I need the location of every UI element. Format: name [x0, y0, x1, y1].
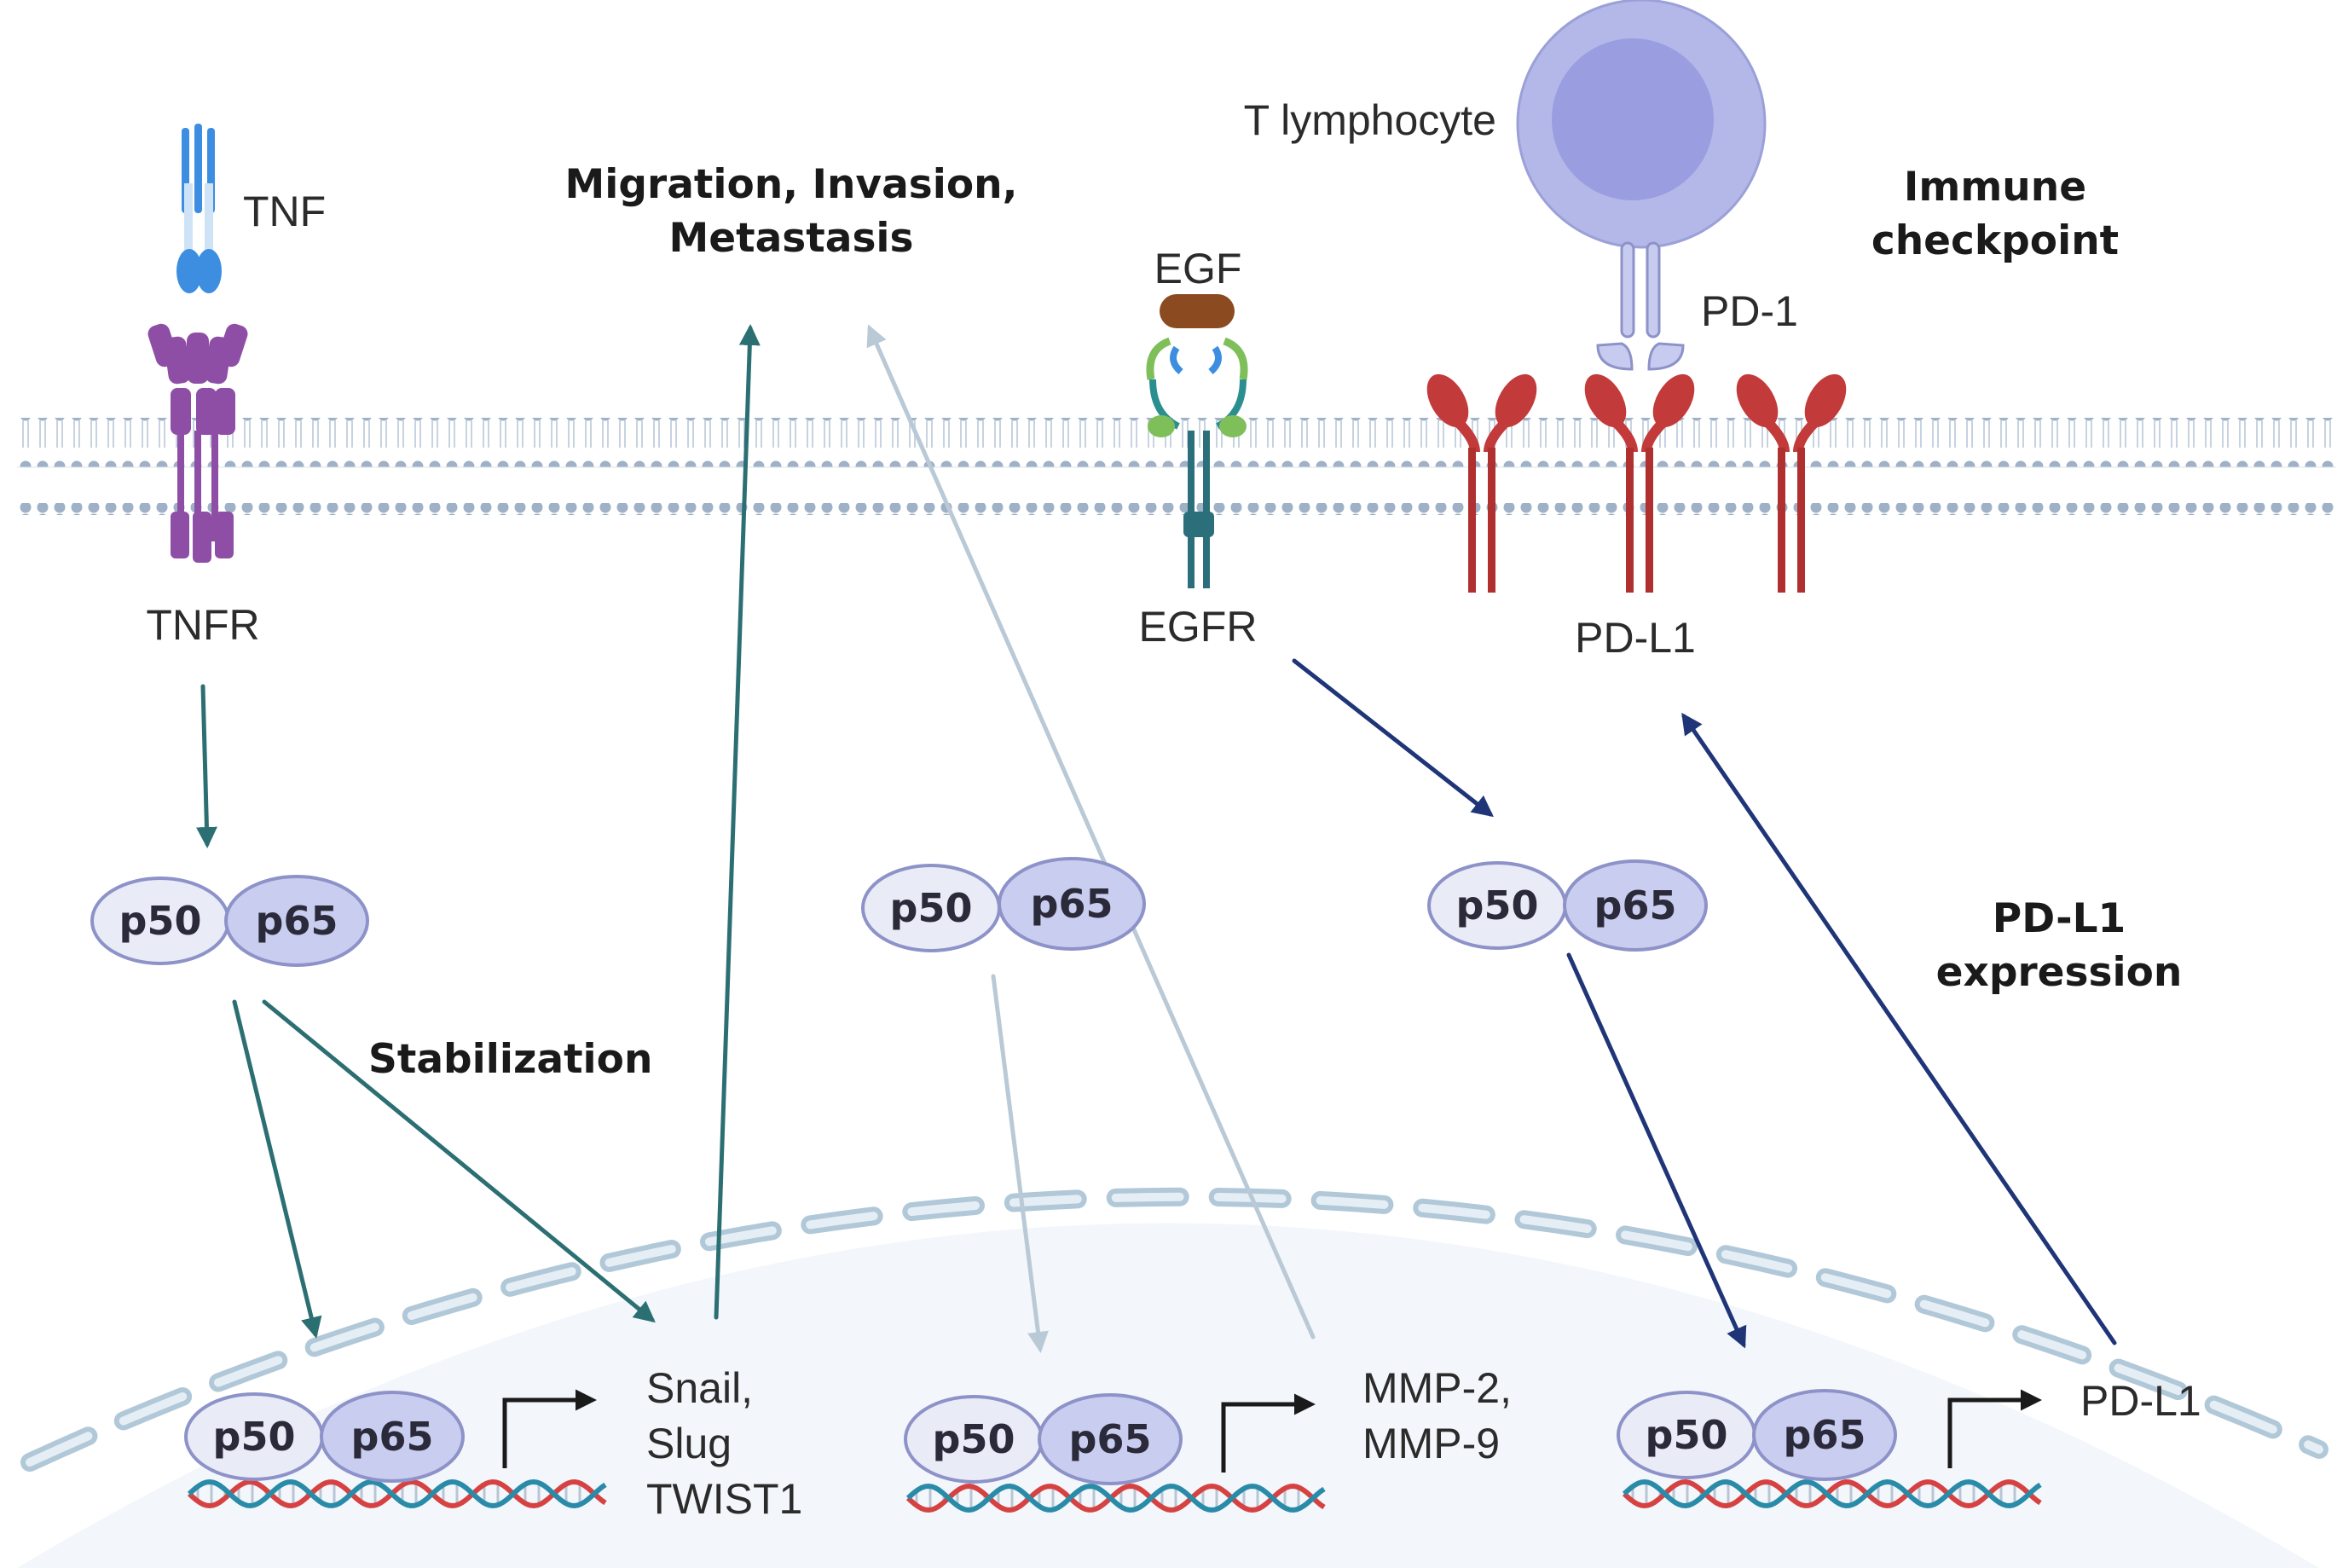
transcription-arrows [502, 1389, 2042, 1473]
dna-helices [187, 1478, 2042, 1513]
dna-strand-red [905, 1483, 1326, 1513]
arrow-nfkb-to-nucleus-middle [991, 974, 1049, 1353]
t-lymphocyte-icon [1516, 0, 1767, 371]
dna-strand-blue [187, 1478, 607, 1509]
egf-icon [1160, 294, 1235, 328]
nfkb-cytoplasm-middle: p50 p65 [861, 857, 1146, 952]
p65-label: p65 [351, 1414, 434, 1460]
p65-subunit [1038, 1393, 1183, 1485]
arrow-snail-to-migration [714, 324, 761, 1320]
arrow-nfkb-to-nucleus-right [1566, 952, 1747, 1349]
arrow-egfr-to-nfkb [1292, 658, 1494, 818]
transcription-arrow-left [502, 1389, 597, 1468]
egfr-label: EGFR [1139, 603, 1258, 651]
nfkb-nucleus-middle: p50 p65 [904, 1393, 1183, 1485]
egf-label: EGF [1154, 245, 1242, 292]
p50-label: p50 [890, 885, 973, 931]
dna-strand-blue [1622, 1478, 2042, 1509]
cell-membrane [17, 418, 2336, 515]
pdl1-gene-label: PD-L1 [2080, 1377, 2201, 1425]
tnfr-icon [148, 323, 248, 563]
t-lymphocyte-label: T lymphocyte [1244, 96, 1496, 144]
arrows [195, 324, 2117, 1353]
pdl1-receptor-icon [1426, 373, 1537, 593]
migration-label-line2: Metastasis [668, 215, 913, 262]
p65-subunit [224, 875, 369, 967]
mmp2-label: MMP-2, [1362, 1364, 1512, 1412]
arrow-stabilization [262, 999, 656, 1323]
p50-label: p50 [1456, 882, 1539, 929]
dna-strand-red [1622, 1478, 2042, 1509]
p65-label: p65 [1594, 882, 1677, 929]
arrow-nfkb-to-nucleus-left [232, 999, 322, 1339]
immune-checkpoint-line1: Immune [1904, 164, 2086, 211]
tnf-icon [176, 124, 222, 293]
p50-label: p50 [933, 1416, 1015, 1462]
p50-label: p50 [1646, 1412, 1728, 1458]
arrow-mmp-to-migration [866, 324, 1316, 1339]
immune-checkpoint-line2: checkpoint [1871, 217, 2119, 264]
slug-label: Slug [646, 1420, 732, 1467]
nfkb-cytoplasm-left: p50 p65 [90, 875, 369, 967]
pdl1-receptors [1426, 373, 1847, 593]
tnf-label: TNF [243, 188, 326, 235]
p65-subunit [998, 857, 1146, 951]
stabilization-label: Stabilization [368, 1036, 652, 1083]
pd1-label: PD-1 [1701, 287, 1798, 335]
p50-label: p50 [213, 1414, 296, 1460]
egfr-icon [1146, 337, 1248, 588]
p65-subunit [320, 1391, 465, 1483]
transcription-arrow-right [1947, 1389, 2042, 1468]
transcription-arrow-middle [1221, 1393, 1316, 1473]
tnfr-label: TNFR [146, 601, 259, 649]
p65-label: p65 [1784, 1412, 1866, 1458]
arrow-tnfr-to-nfkb [195, 684, 217, 848]
pdl1-expression-line1: PD-L1 [1993, 895, 2126, 942]
dna-strand-red [187, 1478, 607, 1509]
labels: TNF TNFR Migration, Invasion, Metastasis… [146, 96, 2201, 1523]
p65-label: p65 [256, 898, 338, 944]
nfkb-nucleus-right: p50 p65 [1617, 1389, 1897, 1481]
arrow-pdl1-expression [1681, 712, 2117, 1345]
nfkb-cytoplasm-right: p50 p65 [1427, 859, 1708, 952]
pdl1-membrane-label: PD-L1 [1575, 614, 1696, 662]
dna-strand-blue [905, 1483, 1326, 1513]
p65-label: p65 [1031, 881, 1114, 927]
twist1-label: TWIST1 [646, 1475, 802, 1523]
p65-label: p65 [1069, 1416, 1152, 1462]
pdl1-receptor-icon [1736, 373, 1847, 593]
p50-label: p50 [119, 898, 202, 944]
p65-subunit [1752, 1389, 1897, 1481]
mmp9-label: MMP-9 [1362, 1420, 1500, 1467]
p65-subunit [1563, 859, 1708, 952]
pdl1-receptor-icon [1584, 373, 1695, 593]
snail-label: Snail, [646, 1364, 753, 1412]
migration-label-line1: Migration, Invasion, [565, 161, 1018, 208]
pdl1-expression-line2: expression [1936, 949, 2183, 996]
nucleus-fill [17, 1223, 2319, 1568]
nfkb-nucleus-left: p50 p65 [184, 1391, 465, 1483]
